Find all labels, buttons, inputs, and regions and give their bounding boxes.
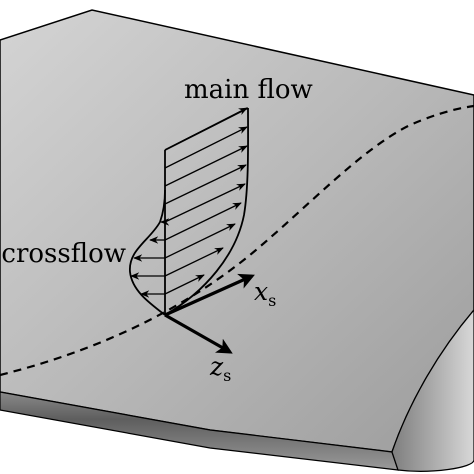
main-flow-profile-curve (164, 107, 249, 316)
boundary-layer-profile (129, 107, 249, 316)
crossflow-velocity-arrows (130, 218, 170, 298)
wing-nose-section (391, 309, 474, 472)
velocity-arrow (164, 274, 205, 295)
zs-axis-label: zs (209, 352, 231, 385)
velocity-arrow (164, 107, 248, 151)
zs-axis-label-base: z (209, 352, 224, 381)
xs-axis-label-base: x (254, 277, 268, 306)
xs-axis-label: xs (254, 277, 276, 310)
main-flow-label: main flow (184, 75, 313, 105)
velocity-arrow (164, 247, 224, 277)
xs-axis-label-subscript: s (268, 291, 276, 310)
zs-axis-arrow (164, 313, 233, 354)
velocity-arrow (164, 145, 248, 187)
velocity-arrow (164, 126, 248, 169)
xs-axis-arrow (164, 273, 255, 317)
main-flow-velocity-arrows (164, 107, 248, 295)
velocity-arrow (164, 223, 236, 259)
velocity-arrow (164, 183, 246, 223)
sweep-reference-line (0, 104, 474, 377)
velocity-arrow (164, 202, 242, 241)
wing-surface (0, 9, 474, 472)
crossflow-label: crossflow (1, 239, 126, 269)
velocity-arrow (164, 164, 247, 205)
zs-axis-label-subscript: s (223, 366, 231, 385)
